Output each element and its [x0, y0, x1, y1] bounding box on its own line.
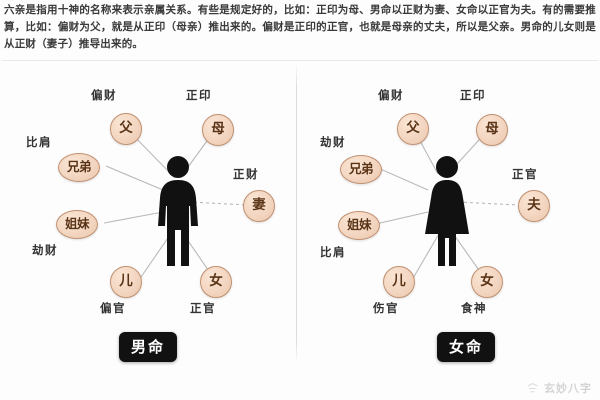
male-chart-caption: 男命 — [119, 332, 178, 362]
female-tag-spouse: 正官 — [512, 167, 538, 181]
male-tag-father: 偏财 — [91, 88, 117, 102]
female-node-daughter[interactable]: 女 — [471, 266, 503, 298]
male-chart-panel: 偏财 父 正印 母 比肩 兄弟 姐妹 劫财 正财 妻 儿 偏官 女 — [0, 62, 296, 400]
intro-paragraph: 六亲是指用十神的名称来表示亲属关系。有些是规定好的，比如：正印为母、男命以正财为… — [4, 4, 596, 50]
male-node-daughter-label: 女 — [209, 273, 223, 290]
header-divider — [2, 60, 598, 61]
female-node-sister-label: 姐妹 — [346, 217, 372, 233]
male-tag-daughter: 正官 — [190, 301, 216, 315]
male-tag-son: 偏官 — [100, 301, 126, 315]
female-tag-brother: 劫财 — [320, 135, 346, 149]
male-tag-sister: 劫财 — [32, 243, 58, 257]
male-tag-spouse: 正财 — [233, 167, 259, 181]
female-tag-son: 伤官 — [373, 301, 399, 315]
female-node-father-label: 父 — [406, 120, 420, 137]
female-node-brother[interactable]: 兄弟 — [340, 155, 382, 184]
male-node-son-label: 儿 — [119, 273, 133, 290]
watermark: 玄妙八字 — [526, 380, 592, 396]
female-node-mother-label: 母 — [485, 121, 499, 138]
female-tag-daughter: 食神 — [461, 301, 487, 315]
male-node-mother[interactable]: 母 — [202, 114, 234, 146]
male-node-father-label: 父 — [119, 120, 133, 137]
male-tag-mother: 正印 — [186, 88, 212, 102]
female-node-son-label: 儿 — [392, 273, 406, 290]
female-node-son[interactable]: 儿 — [383, 266, 415, 298]
male-node-sister-label: 姐妹 — [64, 216, 90, 232]
male-node-father[interactable]: 父 — [110, 113, 142, 145]
male-tag-brother: 比肩 — [26, 135, 52, 149]
male-node-son[interactable]: 儿 — [110, 266, 142, 298]
male-node-mother-label: 母 — [211, 121, 225, 138]
male-node-daughter[interactable]: 女 — [200, 266, 232, 298]
male-figure-icon — [152, 154, 204, 272]
male-node-spouse[interactable]: 妻 — [243, 190, 275, 222]
panel-divider — [296, 64, 297, 364]
male-node-brother-label: 兄弟 — [66, 159, 92, 175]
brand-logo-icon — [527, 382, 538, 392]
female-tag-mother: 正印 — [460, 88, 486, 102]
female-tag-father: 偏财 — [378, 88, 404, 102]
female-chart-panel: 偏财 父 正印 母 劫财 兄弟 姐妹 比肩 正官 夫 儿 伤官 女 — [300, 62, 596, 400]
female-node-daughter-label: 女 — [480, 273, 494, 290]
female-node-father[interactable]: 父 — [397, 113, 429, 145]
male-node-brother[interactable]: 兄弟 — [58, 153, 100, 182]
female-node-mother[interactable]: 母 — [476, 114, 508, 146]
male-node-spouse-label: 妻 — [252, 197, 266, 214]
female-tag-sister: 比肩 — [320, 245, 346, 259]
female-chart-caption: 女命 — [437, 332, 496, 362]
male-node-sister[interactable]: 姐妹 — [56, 210, 98, 239]
female-node-spouse[interactable]: 夫 — [518, 190, 550, 222]
female-node-brother-label: 兄弟 — [348, 161, 374, 177]
female-node-sister[interactable]: 姐妹 — [338, 211, 380, 240]
female-node-spouse-label: 夫 — [527, 197, 541, 214]
female-figure-icon — [422, 154, 472, 272]
watermark-text: 玄妙八字 — [544, 382, 592, 395]
